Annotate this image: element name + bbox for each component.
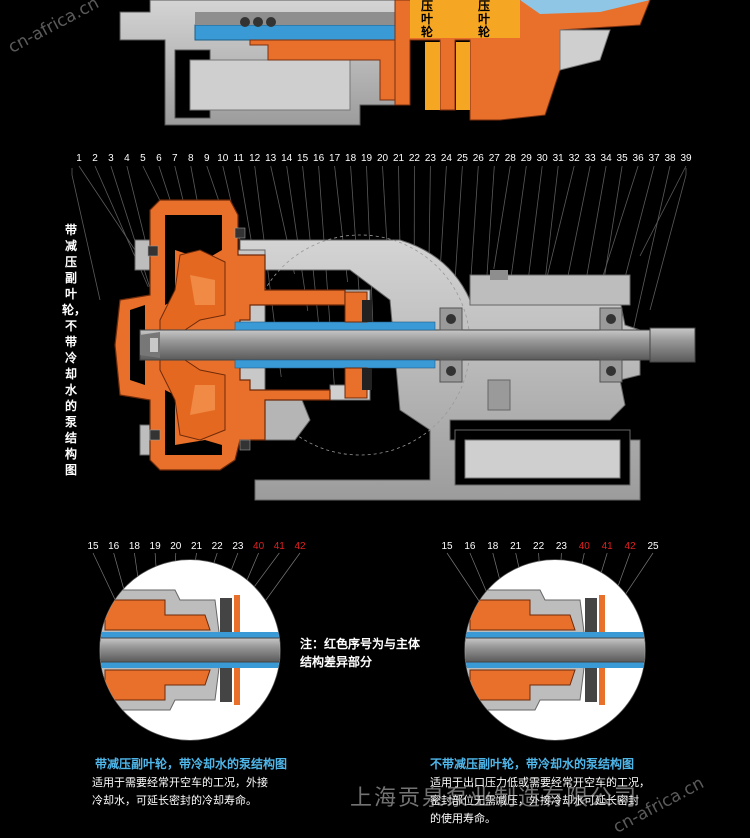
- detail_left-number-40: 40: [253, 541, 265, 552]
- part-number-22: 22: [409, 153, 421, 164]
- watermark-company: 上海贡泉泵业制造有限公司: [350, 780, 638, 812]
- part-number-6: 6: [156, 153, 162, 164]
- part-number-29: 29: [521, 153, 533, 164]
- impeller-label-left: 压叶轮: [420, 0, 434, 39]
- leader-line-24: [441, 166, 447, 261]
- top-detail-section: [120, 0, 650, 125]
- detail_left-number-42: 42: [294, 541, 306, 552]
- part-number-16: 16: [313, 153, 325, 164]
- main-side-caption: 带减压副叶轮，不带冷却水的泵结构图: [62, 222, 80, 478]
- detail-left-body-line-1: 适用于需要经常开空车的工况，外接: [92, 774, 268, 792]
- part-number-20: 20: [377, 153, 389, 164]
- detail_right-number-40: 40: [579, 541, 591, 552]
- detail_left-number-15: 15: [87, 541, 99, 552]
- part-number-21: 21: [393, 153, 405, 164]
- detail-right: 15 16 18 21 22 23 40 41 42 25: [441, 541, 659, 740]
- part-number-12: 12: [249, 153, 261, 164]
- part-number-30: 30: [537, 153, 549, 164]
- part-number-13: 13: [265, 153, 277, 164]
- detail_right-number-25: 25: [647, 541, 659, 552]
- detail_left-number-20: 20: [170, 541, 182, 552]
- detail_left-number-21: 21: [191, 541, 203, 552]
- note-line-1: 注：红色序号为与主体: [300, 635, 420, 653]
- part-number-3: 3: [108, 153, 114, 164]
- part-number-38: 38: [664, 153, 676, 164]
- part-number-33: 33: [585, 153, 597, 164]
- detail_left-number-19: 19: [150, 541, 162, 552]
- detail_left-number-23: 23: [232, 541, 244, 552]
- part-number-28: 28: [505, 153, 517, 164]
- detail_right-number-42: 42: [625, 541, 637, 552]
- part-number-26: 26: [473, 153, 485, 164]
- detail_right-number-16: 16: [464, 541, 476, 552]
- part-number-19: 19: [361, 153, 373, 164]
- detail-left-body: 适用于需要经常开空车的工况，外接 冷却水，可延长密封的冷却寿命。: [92, 774, 268, 810]
- detail-left-body-line-2: 冷却水，可延长密封的冷却寿命。: [92, 792, 268, 810]
- part-number-14: 14: [281, 153, 293, 164]
- detail_right-number-21: 21: [510, 541, 522, 552]
- detail_right-number-41: 41: [602, 541, 614, 552]
- part-number-9: 9: [204, 153, 210, 164]
- detail-left: 15 16 18 19 20 21 22 23 40 41 42: [87, 541, 306, 740]
- leader-line-28: [494, 166, 511, 269]
- detail_left-number-22: 22: [212, 541, 224, 552]
- part-number-24: 24: [441, 153, 453, 164]
- part-number-2: 2: [92, 153, 98, 164]
- part-number-25: 25: [457, 153, 469, 164]
- part-number-15: 15: [297, 153, 309, 164]
- part-number-36: 36: [633, 153, 645, 164]
- detail_right-number-18: 18: [487, 541, 499, 552]
- part-number-35: 35: [617, 153, 629, 164]
- main-pump-diagram: [72, 166, 695, 500]
- part-number-32: 32: [569, 153, 581, 164]
- note-line-2: 结构差异部分: [300, 653, 420, 671]
- impeller-label-right: 压叶轮: [477, 0, 491, 39]
- leader-line-39: [640, 166, 686, 256]
- part-number-11: 11: [234, 153, 245, 164]
- detail_left-number-16: 16: [108, 541, 120, 552]
- note-text: 注：红色序号为与主体 结构差异部分: [300, 635, 420, 671]
- part-number-4: 4: [124, 153, 130, 164]
- leader-line-32: [547, 166, 574, 277]
- part-number-31: 31: [553, 153, 565, 164]
- detail_right-number-15: 15: [441, 541, 453, 552]
- detail-right-title: 不带减压副叶轮，带冷却水的泵结构图: [430, 755, 634, 772]
- part-number-37: 37: [649, 153, 661, 164]
- part-number-17: 17: [329, 153, 341, 164]
- part-number-39: 39: [680, 153, 692, 164]
- detail_right-number-23: 23: [556, 541, 568, 552]
- part-number-27: 27: [489, 153, 501, 164]
- detail_left-number-41: 41: [274, 541, 286, 552]
- part-number-7: 7: [172, 153, 178, 164]
- part-number-10: 10: [217, 153, 229, 164]
- part-number-5: 5: [140, 153, 146, 164]
- part-number-18: 18: [345, 153, 357, 164]
- part-number-8: 8: [188, 153, 194, 164]
- detail-left-title: 带减压副叶轮，带冷却水的泵结构图: [95, 755, 287, 772]
- part-number-23: 23: [425, 153, 437, 164]
- part-number-1: 1: [76, 153, 82, 164]
- detail_right-number-22: 22: [533, 541, 545, 552]
- detail_left-number-18: 18: [129, 541, 141, 552]
- part-number-34: 34: [601, 153, 613, 164]
